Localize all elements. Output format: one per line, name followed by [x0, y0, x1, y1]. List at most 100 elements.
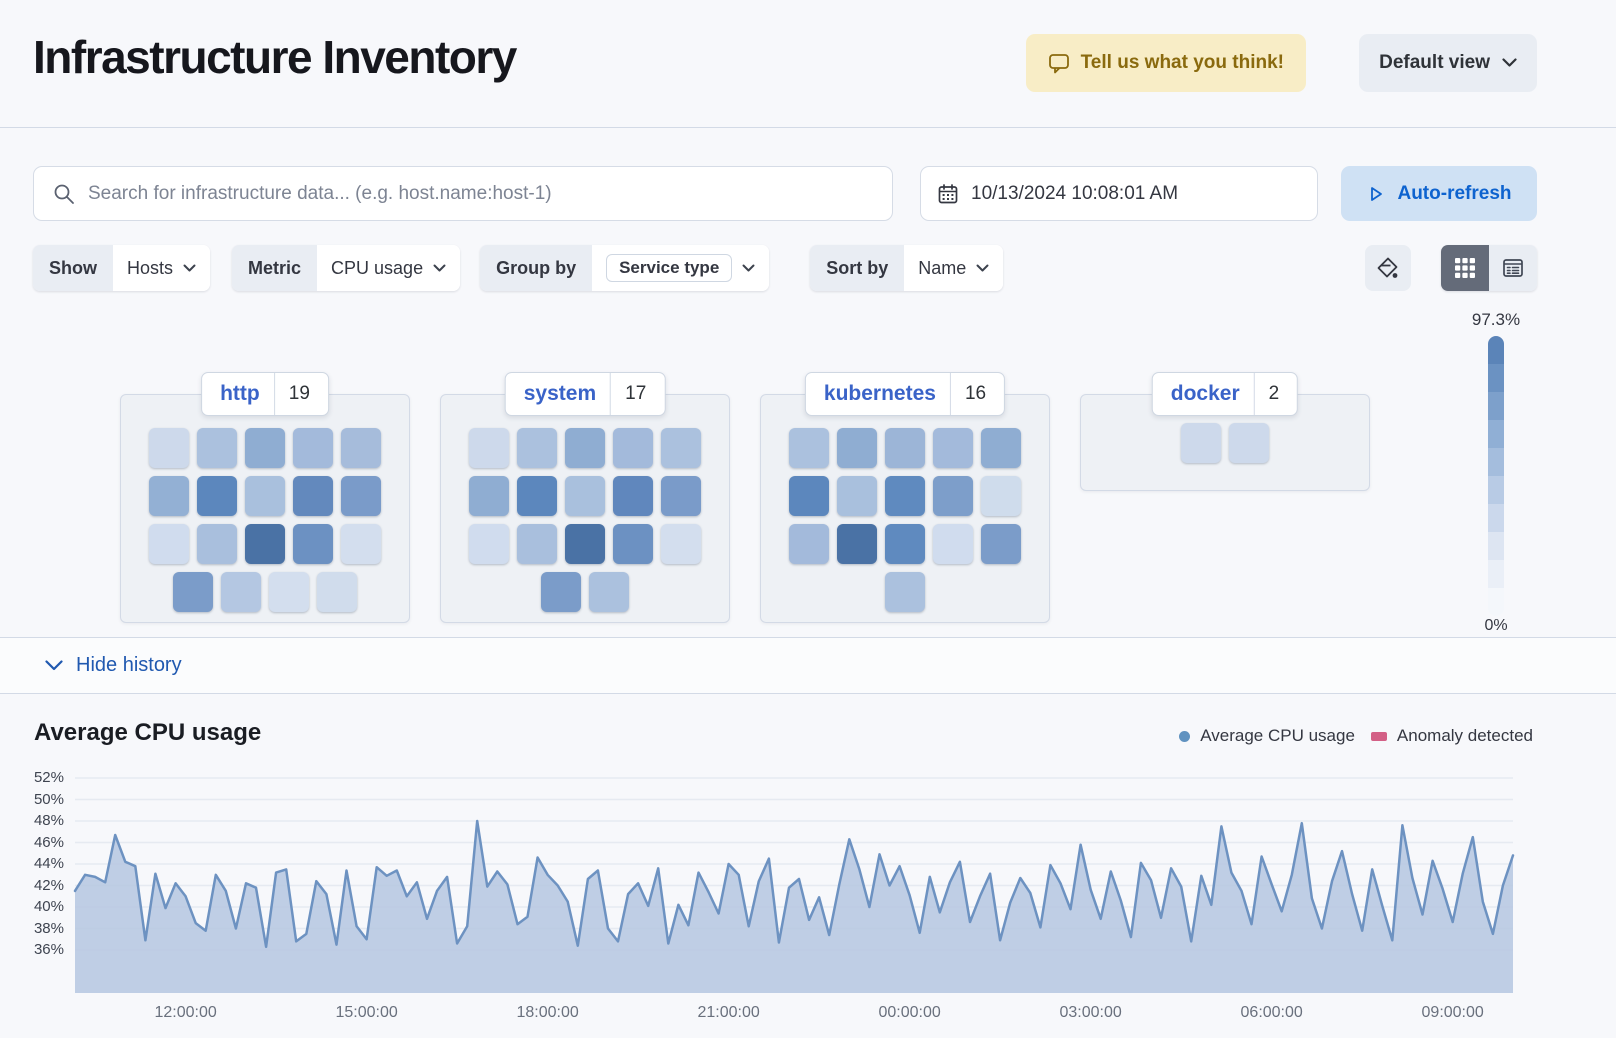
host-node[interactable]: [341, 524, 381, 564]
host-node[interactable]: [981, 428, 1021, 468]
host-node[interactable]: [469, 524, 509, 564]
show-select[interactable]: Hosts: [113, 245, 211, 291]
host-node[interactable]: [197, 428, 237, 468]
scale-step: [1488, 336, 1504, 364]
host-node[interactable]: [469, 476, 509, 516]
page-header: Infrastructure Inventory Tell us what yo…: [0, 0, 1616, 128]
host-node[interactable]: [1181, 423, 1221, 463]
node-row: [121, 476, 409, 516]
play-icon: [1366, 184, 1386, 204]
host-node[interactable]: [293, 524, 333, 564]
host-node[interactable]: [885, 572, 925, 612]
host-node[interactable]: [613, 428, 653, 468]
host-node[interactable]: [885, 476, 925, 516]
auto-refresh-button[interactable]: Auto-refresh: [1341, 166, 1537, 221]
date-time-picker[interactable]: 10/13/2024 10:08:01 AM: [920, 166, 1318, 221]
host-node[interactable]: [149, 524, 189, 564]
view-selector-label: Default view: [1379, 52, 1490, 73]
host-node[interactable]: [613, 476, 653, 516]
host-node[interactable]: [837, 476, 877, 516]
search-input[interactable]: [88, 182, 874, 205]
host-node[interactable]: [589, 572, 629, 612]
host-node[interactable]: [269, 572, 309, 612]
feedback-label: Tell us what you think!: [1080, 52, 1284, 73]
host-node[interactable]: [933, 524, 973, 564]
grid-view-toggle[interactable]: [1441, 245, 1489, 291]
host-node[interactable]: [317, 572, 357, 612]
host-node[interactable]: [837, 524, 877, 564]
host-node[interactable]: [221, 572, 261, 612]
y-tick-label: 46%: [33, 833, 64, 851]
sort-by-select[interactable]: Name: [904, 245, 1004, 291]
host-node[interactable]: [293, 428, 333, 468]
host-node[interactable]: [149, 476, 189, 516]
host-node[interactable]: [293, 476, 333, 516]
host-node[interactable]: [517, 428, 557, 468]
host-node[interactable]: [245, 476, 285, 516]
host-node[interactable]: [149, 428, 189, 468]
divider: [949, 373, 951, 415]
host-node[interactable]: [517, 524, 557, 564]
host-node[interactable]: [541, 572, 581, 612]
legend-item-series[interactable]: Average CPU usage: [1179, 726, 1355, 746]
host-node[interactable]: [661, 476, 701, 516]
host-node[interactable]: [837, 428, 877, 468]
hide-history-toggle[interactable]: Hide history: [0, 637, 1616, 694]
metric-select[interactable]: CPU usage: [317, 245, 461, 291]
host-node[interactable]: [981, 476, 1021, 516]
host-node[interactable]: [173, 572, 213, 612]
x-tick-label: 06:00:00: [1240, 1004, 1303, 1021]
node-row: [121, 572, 409, 612]
scale-step: [1488, 504, 1504, 532]
host-node[interactable]: [789, 524, 829, 564]
host-node[interactable]: [469, 428, 509, 468]
scale-step: [1488, 532, 1504, 560]
host-node[interactable]: [789, 428, 829, 468]
x-tick-label: 18:00:00: [516, 1004, 579, 1021]
chart-title: Average CPU usage: [34, 719, 262, 746]
group-count: 19: [288, 383, 310, 404]
feedback-button[interactable]: Tell us what you think!: [1025, 34, 1306, 92]
host-node[interactable]: [1229, 423, 1269, 463]
node-row: [761, 476, 1049, 516]
group-by-badge[interactable]: Service type: [606, 254, 733, 282]
chevron-down-icon: [433, 264, 446, 273]
host-node[interactable]: [885, 524, 925, 564]
host-node[interactable]: [197, 476, 237, 516]
host-node[interactable]: [933, 476, 973, 516]
x-tick-label: 12:00:00: [154, 1004, 217, 1021]
host-node[interactable]: [245, 524, 285, 564]
host-node[interactable]: [613, 524, 653, 564]
host-node[interactable]: [933, 428, 973, 468]
view-selector-button[interactable]: Default view: [1359, 34, 1537, 92]
y-tick-label: 42%: [33, 876, 64, 894]
host-node[interactable]: [245, 428, 285, 468]
host-node[interactable]: [517, 476, 557, 516]
host-node[interactable]: [885, 428, 925, 468]
group-by-select[interactable]: Service type: [592, 245, 770, 291]
divider: [610, 373, 612, 415]
series-dot-icon: [1179, 730, 1191, 742]
divider: [1253, 373, 1255, 415]
hide-history-label: Hide history: [76, 654, 182, 676]
host-node[interactable]: [981, 524, 1021, 564]
color-palette-button[interactable]: [1365, 245, 1411, 291]
host-node[interactable]: [661, 428, 701, 468]
host-node[interactable]: [565, 428, 605, 468]
legend-anomaly-label: Anomaly detected: [1396, 726, 1533, 745]
host-node[interactable]: [565, 476, 605, 516]
host-node[interactable]: [661, 524, 701, 564]
metric-label: Metric: [232, 245, 318, 291]
table-view-toggle[interactable]: [1489, 245, 1537, 291]
host-node[interactable]: [789, 476, 829, 516]
legend-item-anomaly[interactable]: Anomaly detected: [1370, 726, 1533, 746]
host-node[interactable]: [565, 524, 605, 564]
host-node[interactable]: [197, 524, 237, 564]
host-node[interactable]: [341, 476, 381, 516]
x-tick-label: 21:00:00: [697, 1004, 760, 1021]
host-node[interactable]: [341, 428, 381, 468]
